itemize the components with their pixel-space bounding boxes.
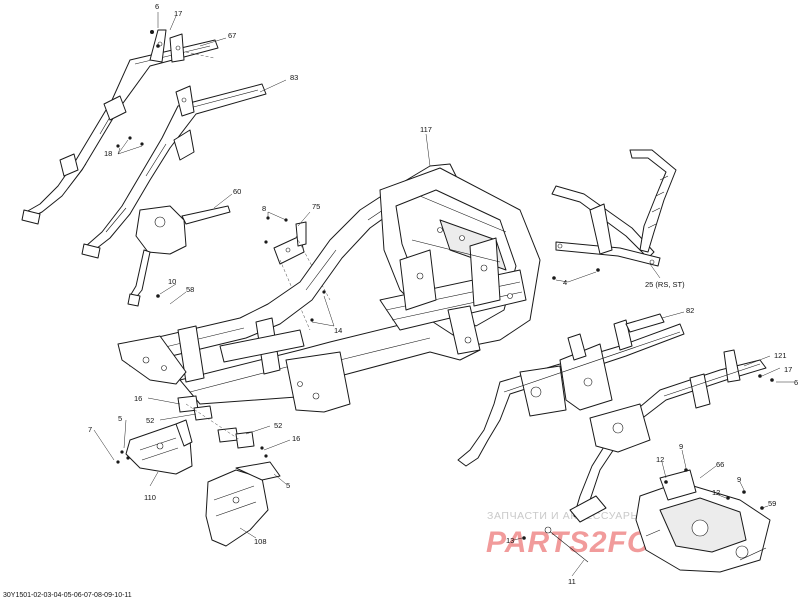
- callout-7: 7: [88, 425, 92, 434]
- bracket-75: [273, 221, 331, 331]
- callout-11: 11: [568, 577, 576, 586]
- callout-13: 13: [506, 536, 514, 545]
- callout-14: 14: [334, 326, 342, 335]
- callouts: 6 17 67 83 18 60 8 75 117 10 58 14 4 25 …: [88, 2, 798, 586]
- callout-17-top: 17: [174, 9, 182, 18]
- callout-58: 58: [186, 285, 194, 294]
- callout-121: 121: [774, 351, 787, 360]
- bolt-11: [544, 526, 589, 563]
- callout-108: 108: [254, 537, 267, 546]
- callout-9-right: 9: [737, 475, 741, 484]
- callout-117: 117: [420, 125, 432, 134]
- callout-16-left: 16: [134, 394, 142, 403]
- callout-52-left: 52: [146, 416, 154, 425]
- callout-6-right: 6: [794, 378, 798, 387]
- bracket-60: [127, 205, 231, 307]
- callout-10: 10: [168, 277, 176, 286]
- bracket-110: [125, 419, 193, 475]
- diagram-reference-code: 30Y1501-02-03-04-05-06-07-08-09-10-11: [3, 592, 132, 599]
- front-frame-section-67: [21, 29, 219, 225]
- callout-82: 82: [686, 306, 694, 315]
- callout-12-right: 12: [712, 488, 720, 497]
- callout-67: 67: [228, 31, 236, 40]
- callout-66: 66: [716, 460, 724, 469]
- callout-8: 8: [262, 204, 266, 213]
- callout-59: 59: [768, 499, 776, 508]
- callout-5-right: 5: [286, 481, 290, 490]
- callout-6-top: 6: [155, 2, 159, 11]
- callout-25-rs-st: 25 (RS, ST): [645, 280, 685, 289]
- callout-60: 60: [233, 187, 241, 196]
- callout-4: 4: [563, 278, 567, 287]
- callout-9-left: 9: [679, 442, 683, 451]
- leader-lines: [93, 12, 794, 577]
- rear-subframe-121: [569, 349, 767, 523]
- front-frame-section-83: [81, 83, 267, 259]
- main-chassis-117: [117, 163, 541, 413]
- callout-16-right: 16: [292, 434, 300, 443]
- fasteners: [116, 30, 774, 540]
- rear-support-25: [551, 149, 677, 267]
- callout-83: 83: [290, 73, 298, 82]
- bracket-108: [205, 461, 281, 547]
- callout-52-right: 52: [274, 421, 282, 430]
- callout-12-left: 12: [656, 455, 664, 464]
- rear-subframe-82: [457, 313, 685, 467]
- skid-plate-66: [635, 469, 771, 573]
- clamps-16-52: [177, 395, 255, 449]
- callout-18: 18: [104, 149, 112, 158]
- callout-110: 110: [144, 493, 156, 502]
- callout-75: 75: [312, 202, 320, 211]
- callout-17-right: 17: [784, 365, 792, 374]
- callout-5-left: 5: [118, 414, 122, 423]
